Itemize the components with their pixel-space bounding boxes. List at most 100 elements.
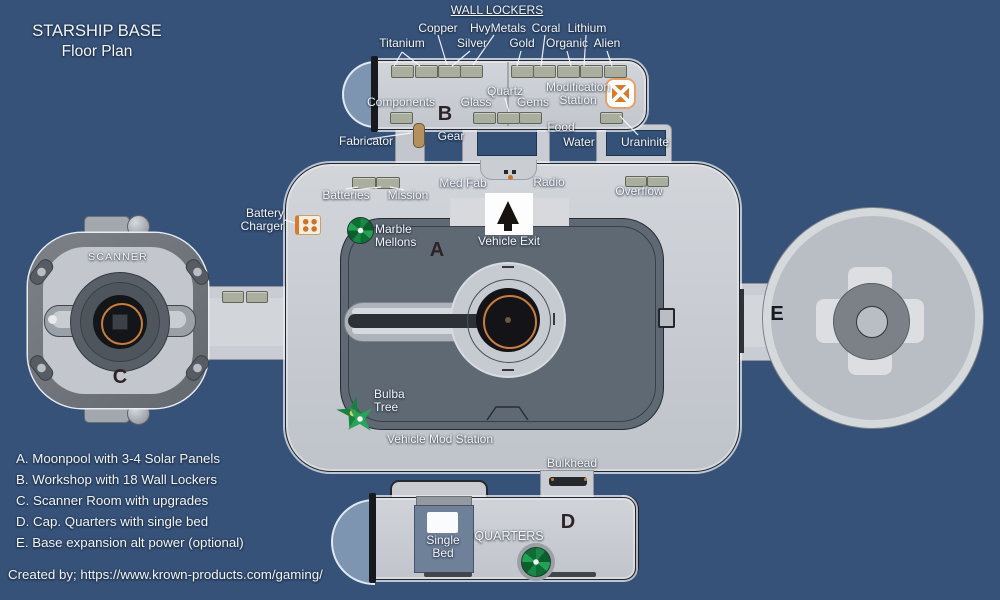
docking-arm-slot	[352, 326, 502, 334]
wall-locker	[647, 176, 669, 187]
wall-locker	[604, 65, 627, 78]
legend-item: E. Base expansion alt power (optional)	[16, 535, 244, 550]
vehicle-exit-arrow-icon	[497, 201, 519, 224]
locker-label-hvymetals: HvyMetals	[469, 21, 527, 35]
workshop-divider	[507, 62, 509, 126]
wall-locker	[533, 65, 556, 78]
batteries-label: Batteries	[322, 188, 370, 202]
marble-mellons-plant-icon	[347, 217, 374, 244]
mission-label: Mission	[387, 188, 429, 202]
vehicle-exit-arrow-stem	[504, 224, 512, 231]
scanner-dish-orange-ring	[101, 303, 143, 345]
workshop-left-frame	[371, 56, 378, 132]
locker-label-coral: Coral	[531, 21, 561, 35]
uraninite-label: Uraninite	[620, 135, 670, 149]
moonpool-ring-line	[467, 279, 551, 363]
scanner-corridor-floor	[200, 298, 290, 346]
workshop-letter: B	[437, 103, 453, 125]
quarters-left-frame	[369, 493, 376, 583]
water-label: Water	[563, 135, 595, 149]
battery-charger-icon	[295, 215, 321, 235]
legend-item: D. Cap. Quarters with single bed	[16, 514, 209, 529]
radio-dot	[504, 170, 508, 174]
glass-label: Glass	[460, 95, 492, 109]
locker-label-copper: Copper	[418, 21, 458, 35]
moonpool-hatch-core	[505, 317, 511, 323]
expansion-letter: E	[770, 303, 784, 325]
docking-arm-slot	[352, 308, 502, 316]
radio-orange-dot	[508, 175, 513, 180]
locker-label-organic: Organic	[545, 36, 589, 50]
gems-label: Gems	[516, 95, 550, 109]
quarters-letter: D	[560, 511, 576, 533]
bulkhead-dot	[584, 478, 587, 481]
credit-line: Created by; https://www.krown-products.c…	[8, 567, 323, 582]
locker-label-silver: Silver	[456, 36, 488, 50]
locker-label-lithium: Lithium	[567, 21, 607, 35]
scanner-arm-cap	[48, 315, 57, 324]
modification-station-label: Modification Station	[545, 80, 611, 107]
components-label: Components	[366, 95, 436, 109]
pool-side-tab	[658, 308, 675, 328]
quartz-label: Quartz	[486, 84, 524, 98]
expansion-door-slot	[740, 289, 744, 353]
locker-label-gold: Gold	[509, 36, 535, 50]
wall-locker	[460, 65, 483, 78]
quarters-plant-icon	[521, 547, 551, 577]
bulkhead-label: Bulkhead	[546, 456, 598, 470]
wall-locker	[438, 65, 461, 78]
wall-locker	[600, 112, 623, 124]
med-fab-label: Med Fab	[439, 176, 487, 190]
bed-pillow	[427, 512, 458, 533]
wall-locker	[497, 112, 520, 124]
scanner-dish-core	[112, 314, 128, 330]
modification-station-icon-core	[612, 85, 629, 102]
battery-charger-label: Battery Charger	[240, 206, 284, 233]
bulkhead-dot	[551, 478, 554, 481]
moonpool-hatch-orange-ring	[483, 295, 537, 349]
quarters-label: QUARTERS	[474, 529, 544, 543]
title-line2: Floor Plan	[61, 43, 133, 60]
wall-locker	[511, 65, 534, 78]
moonpool-tick	[502, 266, 514, 268]
wall-locker	[415, 65, 438, 78]
title-line1: STARSHIP BASE	[32, 22, 162, 40]
quarters-floor-slat	[544, 572, 596, 577]
vehicle-exit-label: Vehicle Exit	[477, 234, 541, 248]
scanner-letter: C	[112, 366, 128, 388]
wall-locker	[246, 291, 268, 303]
wall-locker	[222, 291, 244, 303]
radio-dot	[512, 170, 516, 174]
mid-connector-hatch	[477, 130, 537, 156]
fabricator-icon	[413, 123, 425, 148]
legend-item: C. Scanner Room with upgrades	[16, 493, 209, 508]
bulkhead-door	[549, 477, 587, 486]
quarters-floor-slat	[424, 572, 472, 577]
gear-label: Gear	[437, 129, 465, 143]
vehicle-mod-station-label: Vehicle Mod Station	[386, 432, 494, 446]
vehicle-exit-slab	[450, 198, 485, 226]
wall-locker	[473, 112, 496, 124]
scanner-label: SCANNER	[88, 251, 148, 263]
wall-locker	[390, 112, 413, 124]
expansion-hub	[833, 283, 910, 360]
legend: A. Moonpool with 3-4 Solar Panels B. Wor…	[16, 452, 316, 549]
moonpool-tick	[502, 369, 514, 371]
bed-canopy	[390, 480, 488, 501]
marble-mellons-label: Marble Mellons	[375, 222, 417, 249]
wall-locker	[625, 176, 647, 187]
radio-label: Radio	[533, 175, 565, 189]
page-title: STARSHIP BASE Floor Plan	[16, 20, 178, 62]
wall-locker	[519, 112, 542, 124]
moonpool-letter: A	[429, 239, 445, 261]
locker-label-alien: Alien	[593, 36, 621, 50]
wall-lockers-heading: WALL LOCKERS	[450, 3, 544, 17]
right-connector-hatch	[606, 130, 666, 156]
single-bed-label: Single Bed	[426, 533, 460, 560]
food-label: Food	[547, 120, 575, 134]
overflow-label: Overflow	[615, 184, 663, 198]
bulba-tree-label: Bulba Tree	[374, 387, 405, 414]
legend-item: A. Moonpool with 3-4 Solar Panels	[16, 451, 220, 466]
legend-item: B. Workshop with 18 Wall Lockers	[16, 472, 218, 487]
